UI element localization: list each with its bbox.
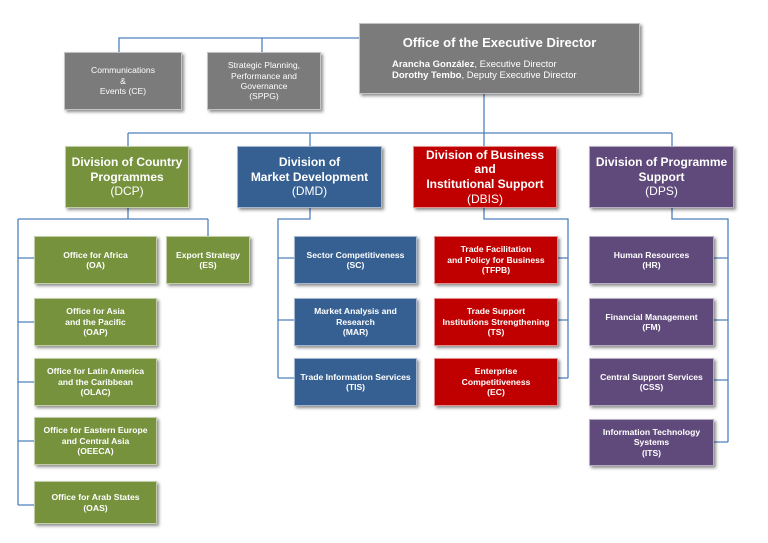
executive-title: Office of the Executive Director xyxy=(402,34,597,50)
section-human-resources: Human Resources(HR) xyxy=(589,236,714,284)
connector-dcp-branches xyxy=(18,257,34,506)
connector-dps-branches xyxy=(714,257,728,443)
deputy-director-line: Dorothy Tembo, Deputy Executive Director xyxy=(392,70,577,82)
connector-dps-spine xyxy=(671,208,729,442)
section-export-strategy: Export Strategy(ES) xyxy=(166,236,250,284)
section-office-africa: Office for Africa(OA) xyxy=(34,236,157,284)
connector-exec-ce xyxy=(118,37,360,52)
executive-director-line: Arancha González, Executive Director xyxy=(392,58,557,70)
section-trade-information-services: Trade Information Services(TIS) xyxy=(294,358,417,406)
connector-dmd-spine xyxy=(277,208,311,378)
connector-dbis-branches xyxy=(558,257,568,379)
section-office-arab-states: Office for Arab States(OAS) xyxy=(34,481,157,524)
section-central-support-services: Central Support Services(CSS) xyxy=(589,358,714,406)
connector-dbis-spine xyxy=(483,208,569,378)
unit-communications-events: Communications&Events (CE) xyxy=(64,52,182,110)
office-of-executive-director: Office of the Executive Director Arancha… xyxy=(359,23,640,94)
section-sector-competitiveness: Sector Competitiveness(SC) xyxy=(294,236,417,284)
section-financial-management: Financial Management(FM) xyxy=(589,298,714,346)
connector-dmd-branches xyxy=(278,257,294,379)
